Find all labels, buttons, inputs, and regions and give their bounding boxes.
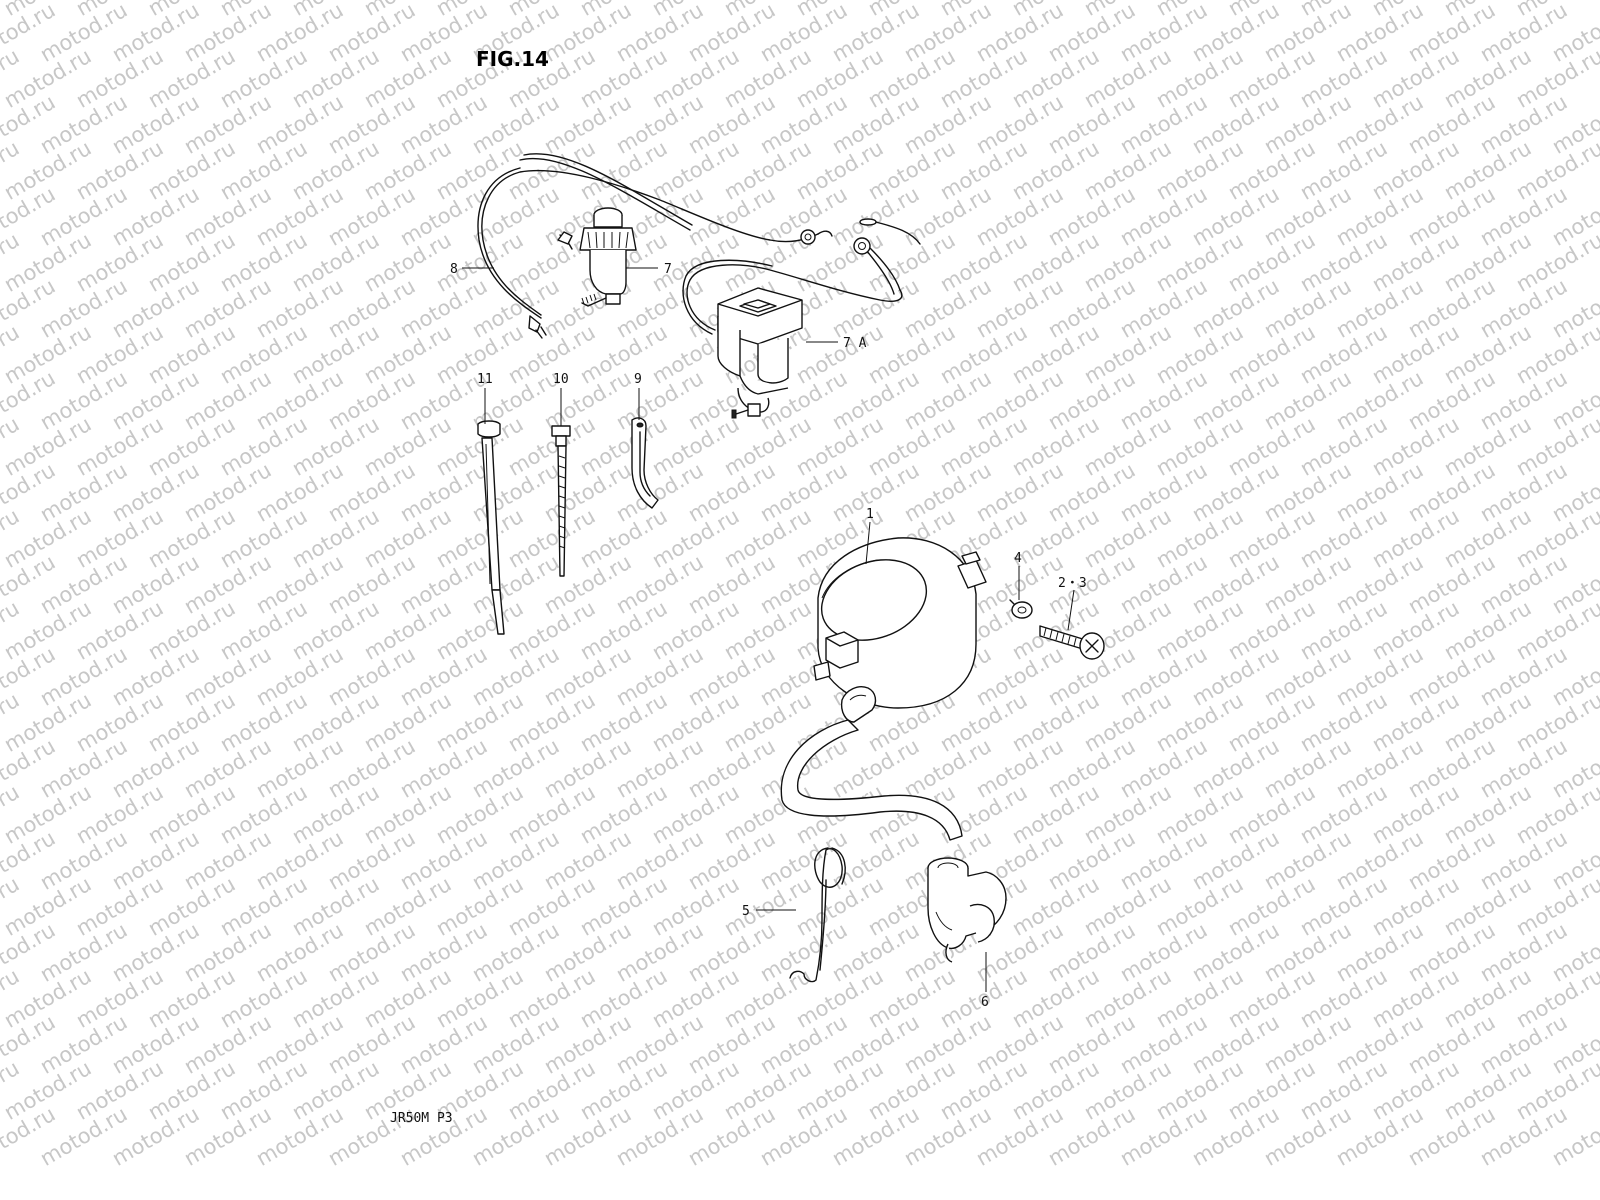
model-code: JR50M P3 (390, 1111, 453, 1126)
cable-tie-11 (477, 420, 505, 635)
lead-wire-8 (477, 167, 833, 339)
ignition-coil-1 (780, 537, 987, 841)
cable-tie-10 (551, 425, 571, 577)
callout-6: 6 (981, 995, 989, 1010)
washer-4 (1009, 599, 1033, 619)
callout-11: 11 (477, 372, 493, 387)
kill-switch-7 (519, 153, 693, 307)
spark-plug-cap-6 (927, 857, 1007, 963)
callout-labels: 8 7 7 A 11 10 9 1 4 2・3 5 6 (450, 262, 1087, 1010)
callout-7: 7 (664, 262, 672, 277)
callout-4: 4 (1014, 551, 1022, 566)
leader-lines (462, 267, 1075, 992)
kill-switch-7a (717, 287, 803, 419)
wire-clamp-9 (631, 417, 659, 509)
screw-2-3 (1039, 625, 1105, 660)
callout-5: 5 (742, 904, 750, 919)
callout-8: 8 (450, 262, 458, 277)
callout-7a: 7 A (843, 336, 867, 351)
kill-switch-7a-wires (682, 218, 921, 335)
figure-title: FIG.14 (476, 47, 549, 71)
callout-10: 10 (553, 372, 569, 387)
callout-1: 1 (866, 507, 874, 522)
clip-5 (789, 847, 846, 983)
callout-2-3: 2・3 (1058, 576, 1087, 591)
callout-9: 9 (634, 372, 642, 387)
